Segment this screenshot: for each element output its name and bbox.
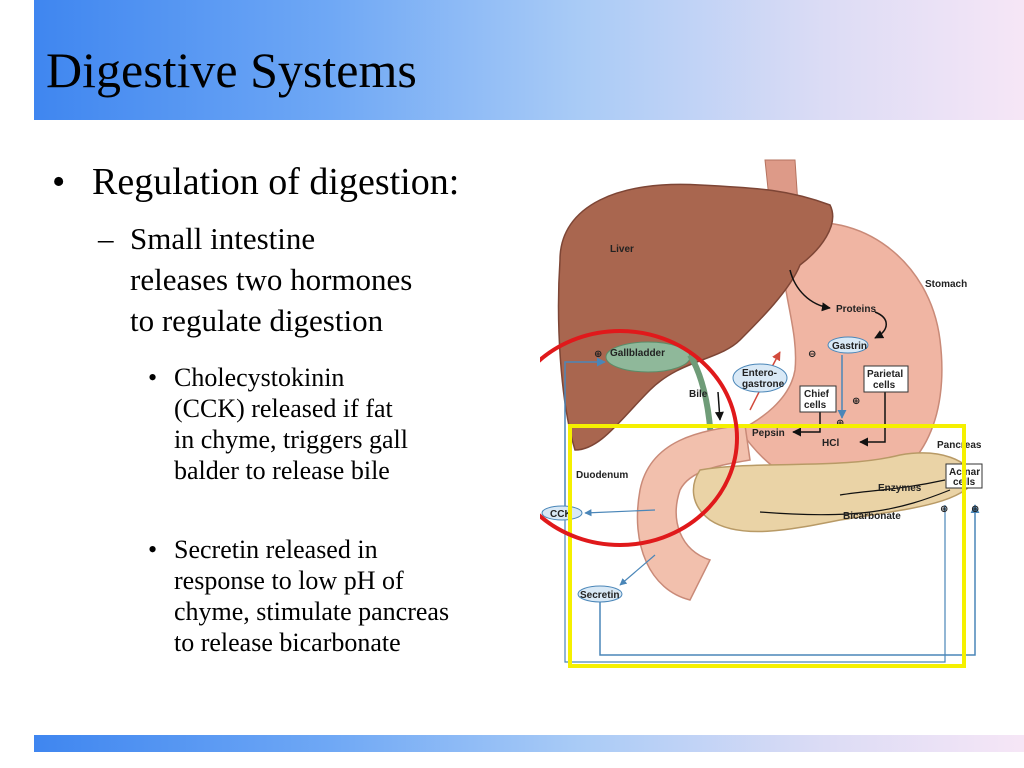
label-duodenum: Duodenum [576, 470, 628, 481]
label-bile: Bile [689, 389, 708, 400]
duodenum-shape [636, 424, 751, 601]
plus-sign: ⊕ [971, 504, 979, 515]
secretin-text: Secretin released in response to low pH … [174, 534, 544, 658]
pancreas-shape [692, 452, 976, 533]
bicarbonate-arrow [759, 489, 951, 516]
text-line: to release bicarbonate [174, 628, 401, 657]
plus-sign: ⊕ [940, 504, 948, 515]
liver-shape [557, 183, 834, 451]
label-parietal-1: Parietal [867, 369, 903, 380]
label-gallbladder: Gallbladder [610, 348, 665, 359]
red-highlight-circle [540, 329, 739, 547]
label-pancreas: Pancreas [937, 440, 982, 451]
yellow-highlight-box [568, 424, 966, 668]
cck-signal [564, 357, 606, 512]
text-line: chyme, stimulate pancreas [174, 597, 450, 626]
label-hcl: HCl [822, 438, 839, 449]
secretin-ellipse [577, 585, 623, 603]
bullet-text: Regulation of digestion: [92, 161, 460, 203]
footer-bar [34, 735, 1024, 752]
bullet-mark: • [148, 535, 158, 564]
cck-to-pancreas-signal [564, 505, 946, 663]
text-line: response to low pH of [174, 566, 404, 595]
label-parietal-2: cells [873, 380, 896, 391]
hcl-arrow [859, 392, 886, 447]
minus-sign: ⊖ [808, 349, 816, 360]
plus-sign: ⊕ [594, 349, 602, 360]
chief-box [799, 385, 837, 413]
parietal-box [863, 365, 909, 393]
dash-mark: – [98, 221, 114, 256]
title-bar [34, 0, 1024, 120]
label-chief-2: cells [804, 400, 827, 411]
digestive-diagram: Liver Stomach Proteins Gastrin Gallbladd… [540, 159, 983, 668]
plus-sign: ⊕ [852, 396, 860, 407]
bullet-mark: • [148, 363, 158, 392]
slide-title: Digestive Systems [46, 42, 417, 98]
enterogastrone-ellipse [732, 363, 788, 393]
label-pepsin: Pepsin [752, 428, 785, 439]
label-chief-1: Chief [804, 389, 830, 400]
proteins-arrow [789, 269, 831, 312]
pepsin-arrow [792, 410, 821, 437]
plus-sign: ⊕ [836, 418, 844, 429]
label-bicarbonate: Bicarbonate [843, 511, 901, 522]
duodenum-to-cck [584, 509, 656, 517]
duodenum-to-secretin [619, 554, 656, 586]
bile-arrow [714, 391, 724, 421]
bullet-mark: • [52, 161, 66, 203]
enzymes-arrow [839, 479, 946, 496]
text-line: balder to release bile [174, 456, 390, 485]
text-line: Secretin released in [174, 535, 378, 564]
label-gastrin: Gastrin [832, 341, 867, 352]
label-secretin: Secretin [580, 590, 619, 601]
sub-bullet-text: Small intestine releases two hormones to… [130, 218, 510, 341]
bullet-list: • Regulation of digestion: – Small intes… [52, 161, 544, 658]
label-enzymes: Enzymes [878, 483, 922, 494]
cck-text: Cholecystokinin (CCK) released if fat in… [174, 362, 544, 486]
bicarbonate-signal [599, 504, 980, 656]
text-line: releases two hormones [130, 262, 413, 297]
label-enterogastrone-1: Entero- [742, 368, 777, 379]
proteins-to-gastrin-arrow [874, 311, 887, 339]
gastrin-ellipse [827, 336, 869, 354]
label-proteins: Proteins [836, 304, 876, 315]
label-cck: CCK [550, 509, 572, 520]
text-line: (CCK) released if fat [174, 394, 393, 423]
label-stomach: Stomach [925, 279, 967, 290]
text-line: in chyme, triggers gall [174, 425, 408, 454]
text-line: to regulate digestion [130, 303, 384, 338]
label-enterogastrone-2: gastrone [742, 379, 785, 390]
text-line: Small intestine [130, 221, 316, 256]
label-liver: Liver [610, 244, 634, 255]
text-line: Cholecystokinin [174, 363, 345, 392]
